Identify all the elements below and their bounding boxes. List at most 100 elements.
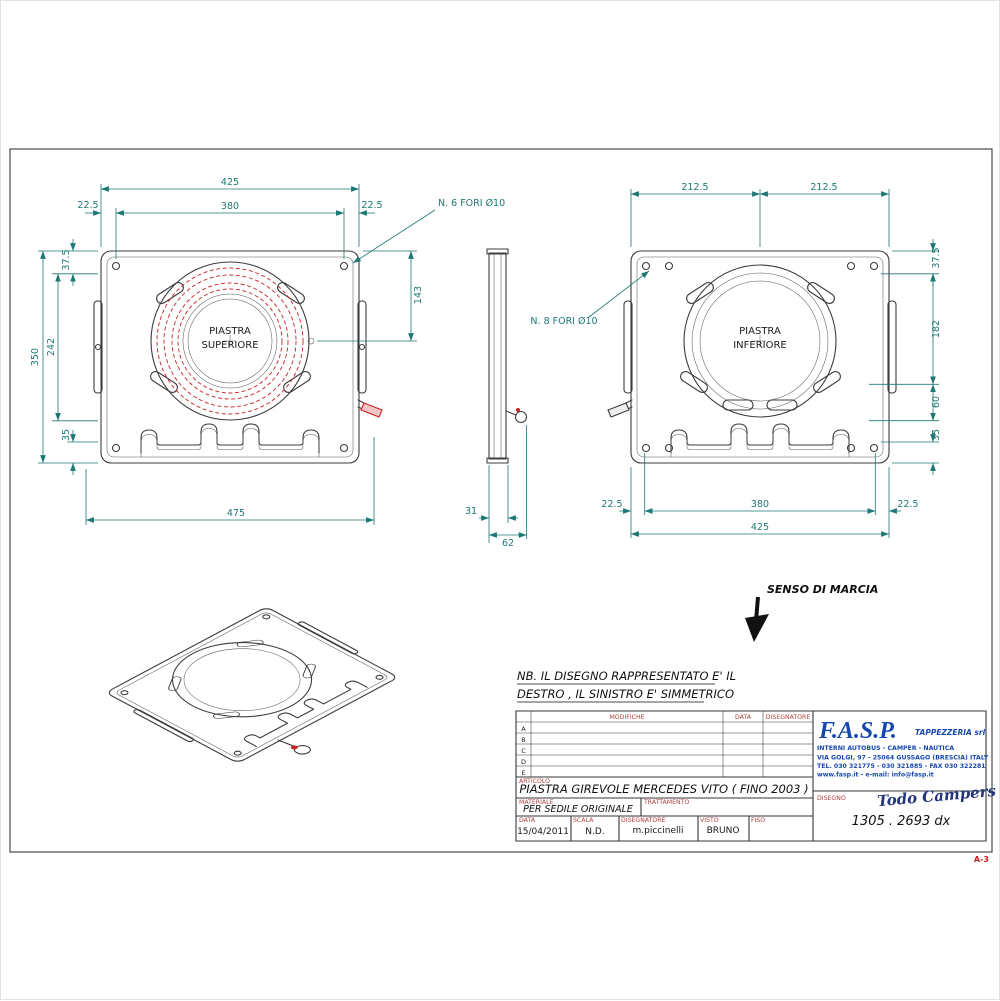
rev-header-modifiche: MODIFICHE bbox=[609, 714, 644, 721]
dim-right-top: 37.5 bbox=[931, 247, 942, 268]
plate-outline bbox=[630, 250, 890, 464]
view-side-profile bbox=[486, 248, 528, 464]
view-piastra-superiore: PIASTRA SUPERIORE bbox=[93, 250, 383, 464]
right-tab bbox=[357, 300, 367, 394]
fiso-label: FISO bbox=[751, 817, 765, 824]
company-line1: INTERNI AUTOBUS - CAMPER - NAUTICA bbox=[817, 745, 954, 752]
rev-header-data: DATA bbox=[735, 714, 752, 721]
profile-body bbox=[488, 252, 507, 460]
rev-row-letter: C bbox=[521, 747, 526, 755]
dim-left-bottom: 35 bbox=[61, 429, 72, 441]
data-label: DATA bbox=[519, 817, 536, 824]
dim-right-bottom: 35 bbox=[931, 429, 942, 441]
dim-side-total: 62 bbox=[502, 538, 514, 549]
company-type: TAPPEZZERIA srl bbox=[915, 728, 986, 737]
dim-bottom-left: 22.5 bbox=[601, 499, 622, 510]
nb-note: NB. IL DISEGNO RAPPRESENTATO E' IL DESTR… bbox=[517, 669, 736, 703]
articolo-label: ARTICOLO bbox=[519, 778, 550, 785]
release-lever-handle bbox=[607, 402, 630, 418]
lever-stem bbox=[278, 739, 295, 748]
dim-right: 143 bbox=[413, 286, 424, 304]
disegno-value: 1305 . 2693 dx bbox=[852, 814, 951, 829]
dimensions-side: 31 62 bbox=[465, 425, 527, 549]
left-tab bbox=[623, 300, 633, 394]
scala-value: N.D. bbox=[585, 827, 604, 837]
bearing-track-red bbox=[156, 267, 304, 415]
profile-top-flange bbox=[486, 248, 509, 255]
disegnatore-label: DISEGNATORE bbox=[621, 817, 666, 824]
dim-bottom-inner: 380 bbox=[751, 499, 769, 510]
dim-top-inner: 380 bbox=[221, 201, 239, 212]
nb-line2: DESTRO , IL SINISTRO E' SIMMETRICO bbox=[517, 687, 734, 701]
bearing-outer-circle bbox=[683, 264, 837, 418]
plate-title: PIASTRA bbox=[739, 326, 781, 337]
dim-side-inner: 31 bbox=[465, 506, 477, 517]
direction-note: SENSO DI MARCIA bbox=[745, 583, 878, 642]
dim-top-left: 212.5 bbox=[681, 182, 708, 193]
bearing-track-red bbox=[171, 282, 289, 400]
profile-bottom-flange bbox=[486, 457, 509, 464]
plate-inner-edge bbox=[636, 256, 884, 458]
visto-label: VISTO bbox=[700, 817, 719, 824]
bearing-track-red bbox=[163, 274, 297, 408]
bolt-hole bbox=[94, 343, 102, 351]
rev-row-letter: D bbox=[521, 758, 526, 766]
bearing-inner-circle bbox=[691, 272, 829, 410]
rev-row-letter: A bbox=[521, 725, 526, 733]
materiale-label: MATERIALE bbox=[519, 799, 554, 806]
plate-title: SUPERIORE bbox=[201, 340, 258, 351]
lever-red-tip bbox=[290, 745, 298, 750]
dimensions-superiore: 425 380 22.5 22.5 350 242 37.5 35 143 47… bbox=[30, 177, 505, 525]
dim-right-mid: 182 bbox=[931, 320, 942, 338]
company-line3: TEL. 030 321775 - 030 321885 - FAX 030 3… bbox=[817, 763, 986, 770]
plate-outline bbox=[106, 607, 398, 763]
dim-right-low: 60 bbox=[931, 396, 942, 408]
disegnatore-value: m.piccinelli bbox=[633, 826, 684, 836]
disegno-label: DISEGNO bbox=[817, 795, 846, 802]
bearing-track-red bbox=[177, 288, 283, 394]
bolt-hole bbox=[358, 343, 366, 351]
trattamento-label: TRATTAMENTO bbox=[643, 799, 689, 806]
scala-label: SCALA bbox=[573, 817, 594, 824]
company-line2: VIA GOLGI, 97 - 25064 GUSSAGO (BRESCIA) … bbox=[817, 755, 989, 762]
center-cross bbox=[224, 335, 236, 347]
holes-note: N. 6 FORI Ø10 bbox=[438, 198, 505, 209]
dimensions-inferiore: 212.5 212.5 37.5 182 60 35 22.5 380 22.5… bbox=[530, 182, 942, 538]
sheet-format-label: A-3 bbox=[974, 855, 989, 864]
dim-top-left: 22.5 bbox=[77, 200, 98, 211]
dim-bottom-total: 425 bbox=[751, 522, 769, 533]
dim-top-right: 22.5 bbox=[361, 200, 382, 211]
materiale-value: PER SEDILE ORIGINALE bbox=[523, 804, 633, 815]
visto-value: BRUNO bbox=[707, 826, 740, 836]
bearing-outer-circle bbox=[144, 627, 341, 732]
view-piastra-inferiore: PIASTRA INFERIORE bbox=[607, 250, 897, 464]
lever-stem bbox=[505, 410, 517, 416]
holes-note: N. 8 FORI Ø10 bbox=[530, 316, 597, 327]
rev-row-letter: E bbox=[521, 769, 525, 777]
plate-inner-edge bbox=[106, 256, 354, 458]
bearing-inner-circle bbox=[182, 293, 278, 389]
pivot-hole bbox=[307, 337, 315, 345]
company-logo: F.A.S.P. bbox=[818, 718, 897, 744]
dim-left-top: 37.5 bbox=[61, 249, 72, 270]
view-isometric bbox=[101, 605, 428, 779]
dim-top-right: 212.5 bbox=[810, 182, 837, 193]
dim-bottom: 475 bbox=[227, 508, 245, 519]
nb-line1: NB. IL DISEGNO RAPPRESENTATO E' IL bbox=[517, 669, 736, 683]
lever-red-tip bbox=[516, 408, 520, 412]
dim-left-total: 350 bbox=[30, 348, 41, 366]
direction-label: SENSO DI MARCIA bbox=[767, 583, 878, 596]
center-cross bbox=[754, 335, 766, 347]
bearing-inner-circle bbox=[187, 298, 273, 384]
dim-bottom-right: 22.5 bbox=[897, 499, 918, 510]
plate-outline bbox=[100, 250, 360, 464]
plate-title: INFERIORE bbox=[733, 340, 787, 351]
articolo-value: PIASTRA GIREVOLE MERCEDES VITO ( FINO 20… bbox=[519, 782, 808, 796]
bearing-outer-circle bbox=[150, 261, 310, 421]
bearing-inner-circle bbox=[699, 280, 821, 402]
left-tab bbox=[93, 300, 103, 394]
rev-row-letter: B bbox=[521, 736, 525, 744]
spring-wire bbox=[238, 678, 367, 747]
